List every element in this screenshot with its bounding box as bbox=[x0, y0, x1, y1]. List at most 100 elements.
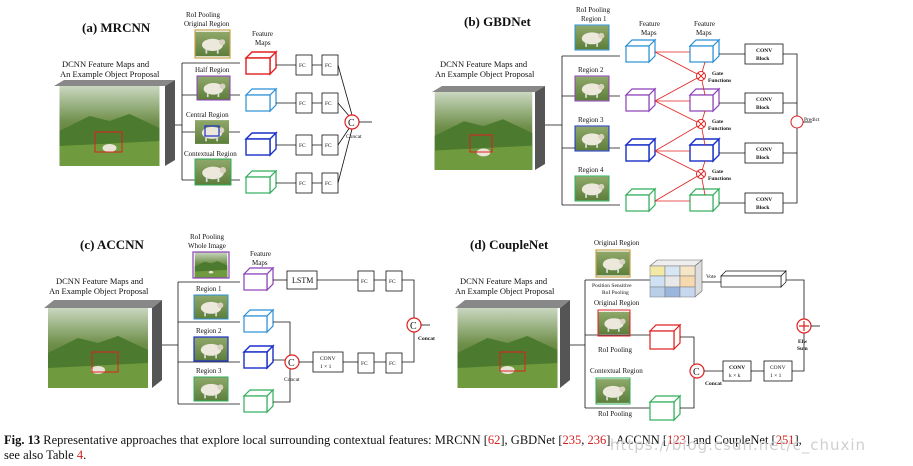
panel-a-feature-line1: Feature bbox=[252, 30, 273, 38]
caption-ref-2[interactable]: 235 bbox=[562, 433, 582, 447]
panel-b-conv-blocks bbox=[744, 43, 784, 214]
panel-b-predict-node bbox=[790, 115, 804, 129]
panel-b-pool-line2: Region 1 bbox=[581, 15, 607, 23]
panel-c-concat2-symbol: C bbox=[410, 321, 417, 332]
panel-a-fc-8: FC bbox=[325, 181, 332, 187]
panel-d-ctx: Contextual Region bbox=[590, 367, 643, 375]
panel-b-conv4-line2: Block bbox=[756, 205, 770, 211]
panel-b-gate1-line1: Gate bbox=[712, 71, 724, 77]
panel-b-conv3-line1: CONV bbox=[756, 147, 772, 153]
panel-a-region-context: Contextual Region bbox=[184, 150, 237, 158]
panel-b-intro-line2: An Example Object Proposal bbox=[435, 69, 535, 79]
caption-text-3: , bbox=[581, 433, 588, 447]
caption-ref-1[interactable]: 62 bbox=[487, 433, 501, 447]
caption-text-6: ], bbox=[794, 433, 802, 447]
panel-d-intro-line2: An Example Object Proposal bbox=[455, 286, 555, 296]
panel-a: (a) MRCNN DCNN Feature Maps and An Examp… bbox=[54, 11, 372, 195]
panel-a-region-half: Half Region bbox=[195, 66, 230, 74]
panel-b-region-2: Region 2 bbox=[578, 66, 604, 74]
panel-c-conv-line1: CONV bbox=[320, 356, 336, 362]
panel-c-pool-line1: RoI Pooling bbox=[190, 233, 225, 241]
panel-c-feature-line1: Feature bbox=[250, 250, 271, 258]
panel-b-conv1-line2: Block bbox=[756, 56, 770, 62]
panel-c-fc-3: FC bbox=[361, 361, 368, 367]
caption-ref-4[interactable]: 123 bbox=[667, 433, 686, 447]
panel-a-feature-line2: Maps bbox=[255, 39, 271, 47]
panel-d-intro-line1: DCNN Feature Maps and bbox=[460, 276, 548, 286]
panel-d-conv1-line2: k × k bbox=[729, 373, 741, 379]
panel-b-feature1-line1: Feature bbox=[639, 20, 660, 28]
panel-c-fc-1: FC bbox=[361, 279, 368, 285]
panel-c-thumb-2 bbox=[194, 337, 228, 361]
panel-b-region-4: Region 4 bbox=[578, 166, 604, 174]
panel-d-conv2-line1: CONV bbox=[770, 365, 786, 371]
panel-a-cube-green bbox=[244, 169, 278, 195]
panel-c-cubes bbox=[242, 266, 275, 414]
panel-d-thumb-orig2 bbox=[598, 311, 630, 335]
caption-text-2: ], GBDNet [ bbox=[500, 433, 563, 447]
panel-b-region-3: Region 3 bbox=[578, 116, 604, 124]
panel-b-conv3-line2: Block bbox=[756, 155, 770, 161]
caption-ref-3[interactable]: 236 bbox=[587, 433, 607, 447]
panel-c-feature-line2: Maps bbox=[252, 259, 268, 267]
panel-d-main-image bbox=[455, 300, 570, 388]
panel-c-conv-line2: 1 × 1 bbox=[320, 364, 332, 370]
panel-c-lstm-label: LSTM bbox=[292, 276, 313, 285]
panel-a-fc-column: FC FC FC FC FC FC FC FC bbox=[295, 54, 339, 194]
panel-a-fc-4: FC bbox=[325, 101, 332, 107]
panel-a-main-image bbox=[54, 80, 175, 166]
watermark-text: https://blog.csdn.net/c_chuxin bbox=[610, 436, 867, 454]
caption-ref-table[interactable]: 4 bbox=[76, 448, 84, 462]
panel-b-feature2-line2: Maps bbox=[696, 29, 712, 37]
panel-a-intro-line1: DCNN Feature Maps and bbox=[62, 59, 150, 69]
panel-a-thumb-original bbox=[195, 31, 230, 57]
panel-c-pool-line2: Whole Image bbox=[188, 242, 226, 250]
panel-a-pool-line1: RoI Pooling bbox=[186, 11, 221, 19]
caption-line2: see also Table bbox=[4, 448, 77, 462]
panel-b-feature2-line1: Feature bbox=[694, 20, 715, 28]
panel-d-orig2: Original Region bbox=[594, 299, 640, 307]
panel-c-fc-4: FC bbox=[389, 361, 396, 367]
panel-b-conv1-line1: CONV bbox=[756, 48, 772, 54]
panel-b-gate3-line2: Functions bbox=[708, 176, 731, 182]
figure-caption: Fig. 13 Representative approaches that e… bbox=[4, 433, 909, 463]
panel-b-gate-icons bbox=[696, 71, 706, 179]
panel-c-main-image bbox=[44, 300, 162, 388]
panel-a-thumb-context bbox=[195, 159, 231, 185]
panel-d-orig1: Original Region bbox=[594, 239, 640, 247]
panel-b-intro-line1: DCNN Feature Maps and bbox=[440, 59, 528, 69]
panel-a-cube-red bbox=[244, 50, 278, 76]
panel-d-psroi-line1: Position Sensitive bbox=[592, 283, 632, 289]
panel-a-region-central: Central Region bbox=[186, 111, 229, 119]
caption-end: . bbox=[83, 448, 87, 462]
panel-c-thumb-1 bbox=[194, 295, 228, 319]
panel-b-feature1-line2: Maps bbox=[641, 29, 657, 37]
panel-b-thumb-1 bbox=[575, 25, 609, 50]
panel-c-intro-line1: DCNN Feature Maps and bbox=[56, 276, 144, 286]
panel-d-roipool2: RoI Pooling bbox=[598, 410, 633, 418]
panel-b-gate2-line1: Gate bbox=[712, 119, 724, 125]
panel-b-thumb-2 bbox=[575, 76, 609, 101]
panel-d-psroi-grid bbox=[649, 259, 703, 298]
panel-a-fc-7: FC bbox=[299, 181, 306, 187]
caption-ref-5[interactable]: 251 bbox=[775, 433, 795, 447]
panel-b-main-image bbox=[432, 86, 545, 170]
panel-d: (d) CoupleNet DCNN Feature Maps and An E… bbox=[455, 237, 820, 422]
panel-d-cube-green bbox=[648, 394, 682, 422]
panel-b: (b) GBDNet DCNN Feature Maps and An Exam… bbox=[432, 6, 820, 214]
panel-c: (c) ACCNN DCNN Feature Maps and An Examp… bbox=[44, 233, 435, 414]
panel-b-predict-label: Predict bbox=[804, 117, 820, 123]
panel-d-eltsum-line1: Elw bbox=[798, 339, 807, 345]
panel-c-thumb-3 bbox=[194, 377, 228, 401]
panel-d-psroi-line2: RoI Pooling bbox=[602, 290, 629, 296]
panel-c-title: (c) ACCNN bbox=[80, 237, 145, 252]
panel-d-vote-bar bbox=[720, 270, 787, 288]
panel-c-region-2: Region 2 bbox=[196, 327, 222, 335]
caption-lead: Fig. 13 bbox=[4, 433, 41, 447]
panel-b-thumb-4 bbox=[575, 176, 609, 201]
panel-d-cube-red bbox=[648, 323, 682, 351]
panel-a-intro-line2: An Example Object Proposal bbox=[60, 69, 160, 79]
panel-b-pool-line1: RoI Pooling bbox=[576, 6, 611, 14]
panel-c-intro-line2: An Example Object Proposal bbox=[49, 286, 149, 296]
